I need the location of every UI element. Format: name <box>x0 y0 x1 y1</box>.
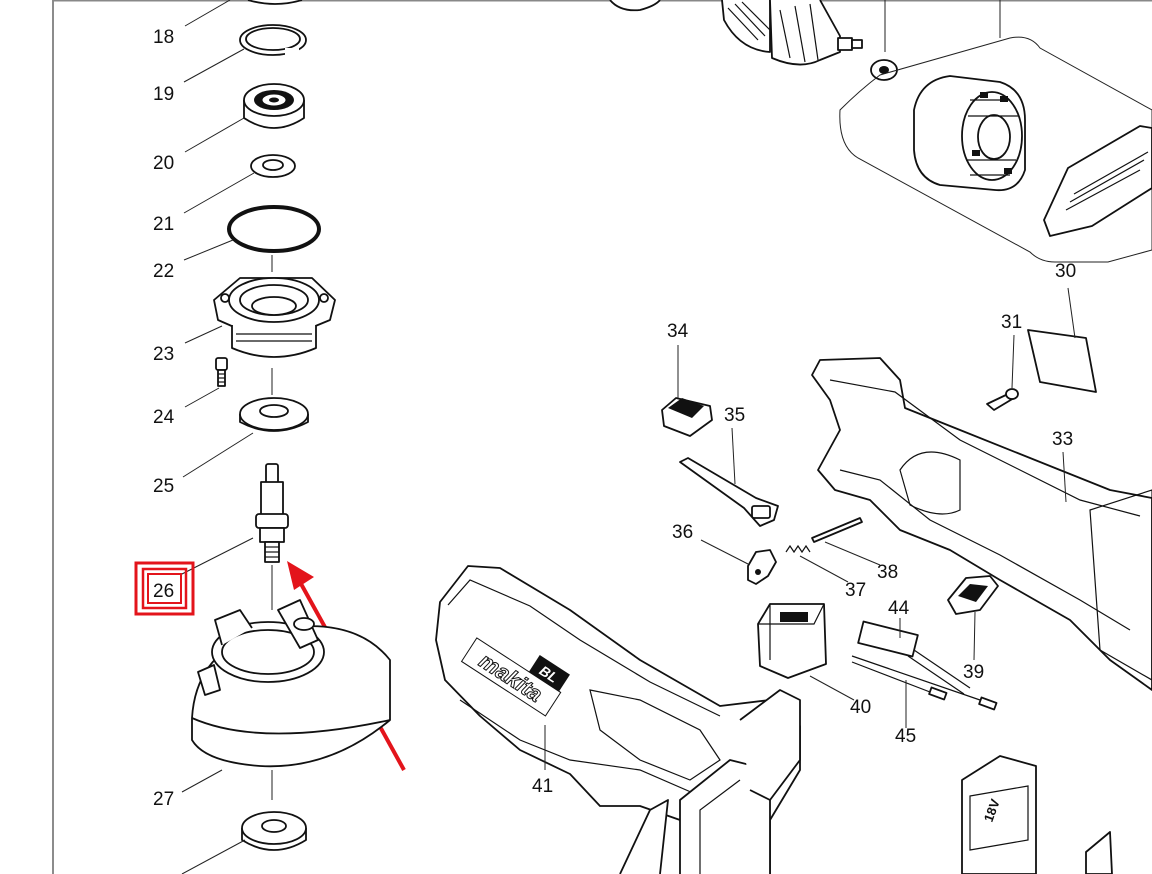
part-40-controller <box>757 603 855 701</box>
label-part-36: 36 <box>672 522 693 543</box>
bl-badge: BL <box>528 655 570 692</box>
part-35-switch-lever <box>679 427 779 527</box>
part-31-screw <box>986 334 1019 411</box>
part-23-bearing-box <box>184 255 336 358</box>
part-22-o-ring <box>183 205 321 261</box>
part-26-spindle <box>179 463 289 576</box>
label-part-34: 34 <box>667 321 689 342</box>
inner-flange-partial <box>181 770 307 874</box>
label-part-45: 45 <box>895 726 916 747</box>
label-part-41: 41 <box>532 776 553 797</box>
label-part-20: 20 <box>153 153 174 174</box>
label-part-40: 40 <box>850 697 871 718</box>
label-part-39: 39 <box>963 662 984 683</box>
part-27-wheel-guard <box>181 565 391 793</box>
battery-terminal-block: 18V <box>961 755 1113 874</box>
label-part-33: 33 <box>1052 429 1073 450</box>
part-19-snap-ring <box>183 24 307 83</box>
label-part-44: 44 <box>888 598 910 619</box>
part-36-lock-lever <box>700 539 777 585</box>
armature-assembly <box>609 0 1001 81</box>
part-30-plate <box>1027 287 1097 393</box>
part-20-bearing <box>184 83 305 153</box>
part-45-lead-wire <box>851 655 998 728</box>
part-21-washer <box>183 154 296 214</box>
part-34-switch-knob <box>661 345 713 437</box>
label-part-18: 18 <box>153 27 174 48</box>
highlight-box-26 <box>134 561 195 616</box>
part-44-sensor <box>857 618 971 695</box>
part-38-rod <box>811 517 881 566</box>
part-18-ring <box>184 0 303 27</box>
label-part-21: 21 <box>153 214 174 235</box>
part-25-washer <box>182 368 309 478</box>
part-33-housing <box>811 357 1152 691</box>
part-39-switch-unit <box>947 575 999 661</box>
label-part-24: 24 <box>153 407 175 428</box>
stator-panel <box>839 36 1152 263</box>
label-part-38: 38 <box>877 562 898 583</box>
part-37-spring <box>785 544 849 583</box>
label-part-37: 37 <box>845 580 866 601</box>
label-part-31: 31 <box>1001 312 1022 333</box>
label-part-35: 35 <box>724 405 745 426</box>
label-part-25: 25 <box>153 476 174 497</box>
label-part-22: 22 <box>153 261 174 282</box>
part-24-screw <box>184 357 228 408</box>
label-part-27: 27 <box>153 789 174 810</box>
label-part-23: 23 <box>153 344 174 365</box>
label-part-26: 26 <box>153 581 174 602</box>
label-part-30: 30 <box>1055 261 1076 282</box>
part-41-motor-housing: makita BL <box>435 565 801 874</box>
label-part-19: 19 <box>153 84 174 105</box>
